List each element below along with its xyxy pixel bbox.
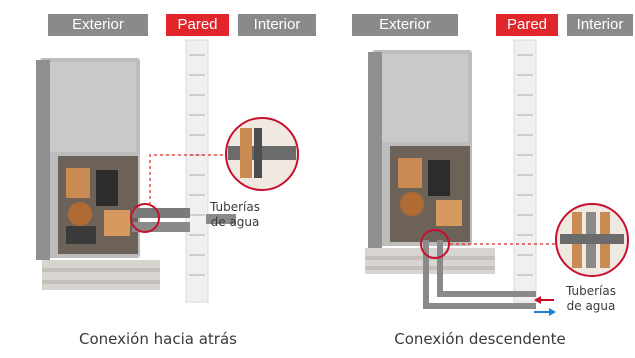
exterior-tag-right: Exterior <box>352 14 458 36</box>
pipe-label-right: Tuberías de agua <box>566 284 616 313</box>
connection-circle-left <box>130 203 160 233</box>
leader-line-left <box>149 154 226 205</box>
zoom-detail-right <box>555 203 629 277</box>
wall-left <box>185 39 209 303</box>
connection-circle-right <box>420 229 450 259</box>
heat-pump-unit-right <box>368 50 472 248</box>
unit-base-right <box>365 248 495 274</box>
pared-tag-right: Pared <box>496 14 558 36</box>
caption-left: Conexión hacia atrás <box>79 330 237 348</box>
pipe-label-left: Tuberías de agua <box>210 200 260 229</box>
heat-pump-unit-left <box>36 58 140 260</box>
arrow-inflow <box>534 296 554 304</box>
pared-tag-left: Pared <box>166 14 229 36</box>
exterior-tag-left: Exterior <box>48 14 148 36</box>
interior-tag-right: Interior <box>567 14 633 36</box>
zoom-detail-left <box>225 117 299 191</box>
water-pipe-left <box>132 208 236 232</box>
interior-tag-left: Interior <box>238 14 316 36</box>
unit-base-left <box>42 260 160 290</box>
arrow-outflow <box>534 308 556 316</box>
wall-right <box>513 39 537 303</box>
caption-right: Conexión descendente <box>394 330 566 348</box>
